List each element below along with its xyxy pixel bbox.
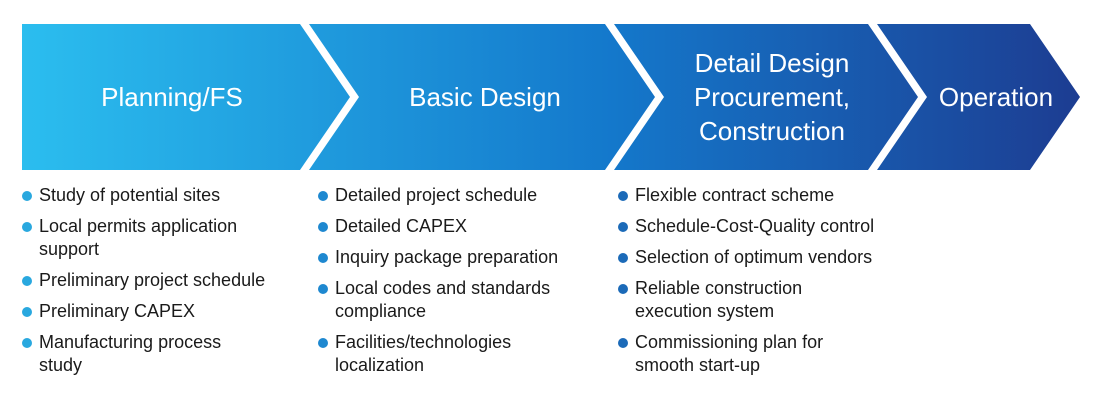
list-item: Facilities/technologies localization bbox=[318, 331, 608, 377]
list-item-text: Preliminary project schedule bbox=[39, 270, 266, 290]
bullet-dot-icon bbox=[318, 191, 328, 201]
list-item-text: Detailed CAPEX bbox=[335, 216, 468, 236]
list-item-text: Facilities/technologies bbox=[335, 332, 512, 352]
bullet-list-detail-design: Flexible contract scheme Schedule-Cost-Q… bbox=[618, 184, 918, 385]
bullet-dot-icon bbox=[318, 253, 328, 263]
bullet-dot-icon bbox=[318, 338, 328, 348]
stage-label-line: Planning/FS bbox=[101, 82, 243, 112]
list-item-text: Manufacturing process bbox=[39, 332, 222, 352]
stage-arrow-basic-design bbox=[309, 24, 655, 170]
bullet-dot-icon bbox=[618, 284, 628, 294]
stage-label-detail-design: Detail Design Procurement, Construction bbox=[632, 30, 912, 164]
stage-label-planning: Planning/FS bbox=[22, 24, 322, 170]
list-item: Study of potential sites bbox=[22, 184, 312, 207]
list-item-text: Reliable construction bbox=[635, 278, 803, 298]
stage-label-line: Construction bbox=[699, 116, 845, 146]
bullet-dot-icon bbox=[618, 253, 628, 263]
bullet-dot-icon bbox=[318, 284, 328, 294]
list-item-text: compliance bbox=[335, 301, 427, 321]
stage-arrow-operation bbox=[877, 24, 1080, 170]
bullet-dot-icon bbox=[22, 191, 32, 201]
list-item-text: Local permits application bbox=[39, 216, 238, 236]
list-item: Detailed project schedule bbox=[318, 184, 608, 207]
stage-arrow-detail-design bbox=[614, 24, 918, 170]
list-item: Inquiry package preparation bbox=[318, 246, 608, 269]
bullet-dot-icon bbox=[318, 222, 328, 232]
list-item-text: execution system bbox=[635, 301, 775, 321]
list-item-text: Commissioning plan for bbox=[635, 332, 824, 352]
list-item-text: Inquiry package preparation bbox=[335, 247, 559, 267]
list-item: Selection of optimum vendors bbox=[618, 246, 918, 269]
stage-label-line: Procurement, bbox=[693, 82, 851, 112]
stage-label-basic-design: Basic Design bbox=[330, 24, 640, 170]
bullet-dot-icon bbox=[22, 222, 32, 232]
list-item-text: localization bbox=[335, 355, 425, 375]
list-item: Reliable construction execution system bbox=[618, 277, 918, 323]
stage-label-line: Operation bbox=[938, 82, 1054, 112]
list-item-text: Flexible contract scheme bbox=[635, 185, 835, 205]
list-item: Preliminary CAPEX bbox=[22, 300, 312, 323]
list-item-text: Study of potential sites bbox=[39, 185, 221, 205]
list-item-text: smooth start-up bbox=[635, 355, 761, 375]
list-item-text: Schedule-Cost-Quality control bbox=[635, 216, 875, 236]
list-item: Local codes and standards compliance bbox=[318, 277, 608, 323]
bullet-list-basic-design: Detailed project schedule Detailed CAPEX… bbox=[318, 184, 608, 385]
bullet-dot-icon bbox=[618, 338, 628, 348]
list-item: Commissioning plan for smooth start-up bbox=[618, 331, 918, 377]
list-item: Schedule-Cost-Quality control bbox=[618, 215, 918, 238]
list-item-text: Preliminary CAPEX bbox=[39, 301, 196, 321]
bullet-dot-icon bbox=[618, 191, 628, 201]
list-item-text: Selection of optimum vendors bbox=[635, 247, 873, 267]
list-item: Preliminary project schedule bbox=[22, 269, 312, 292]
bullet-dot-icon bbox=[22, 276, 32, 286]
list-item: Manufacturing process study bbox=[22, 331, 312, 377]
stage-label-line: Detail Design bbox=[694, 48, 850, 78]
stage-label-operation: Operation bbox=[918, 24, 1074, 170]
bullet-dot-icon bbox=[22, 338, 32, 348]
list-item-text: support bbox=[39, 239, 100, 259]
bullet-dot-icon bbox=[618, 222, 628, 232]
list-item: Detailed CAPEX bbox=[318, 215, 608, 238]
bullet-list-planning: Study of potential sites Local permits a… bbox=[22, 184, 312, 385]
list-item-text: Detailed project schedule bbox=[335, 185, 538, 205]
bullet-dot-icon bbox=[22, 307, 32, 317]
list-item-text: Local codes and standards bbox=[335, 278, 551, 298]
list-item: Local permits application support bbox=[22, 215, 312, 261]
stage-label-line: Basic Design bbox=[409, 82, 561, 112]
list-item-text: study bbox=[39, 355, 83, 375]
stage-arrow-planning bbox=[22, 24, 350, 170]
list-item: Flexible contract scheme bbox=[618, 184, 918, 207]
